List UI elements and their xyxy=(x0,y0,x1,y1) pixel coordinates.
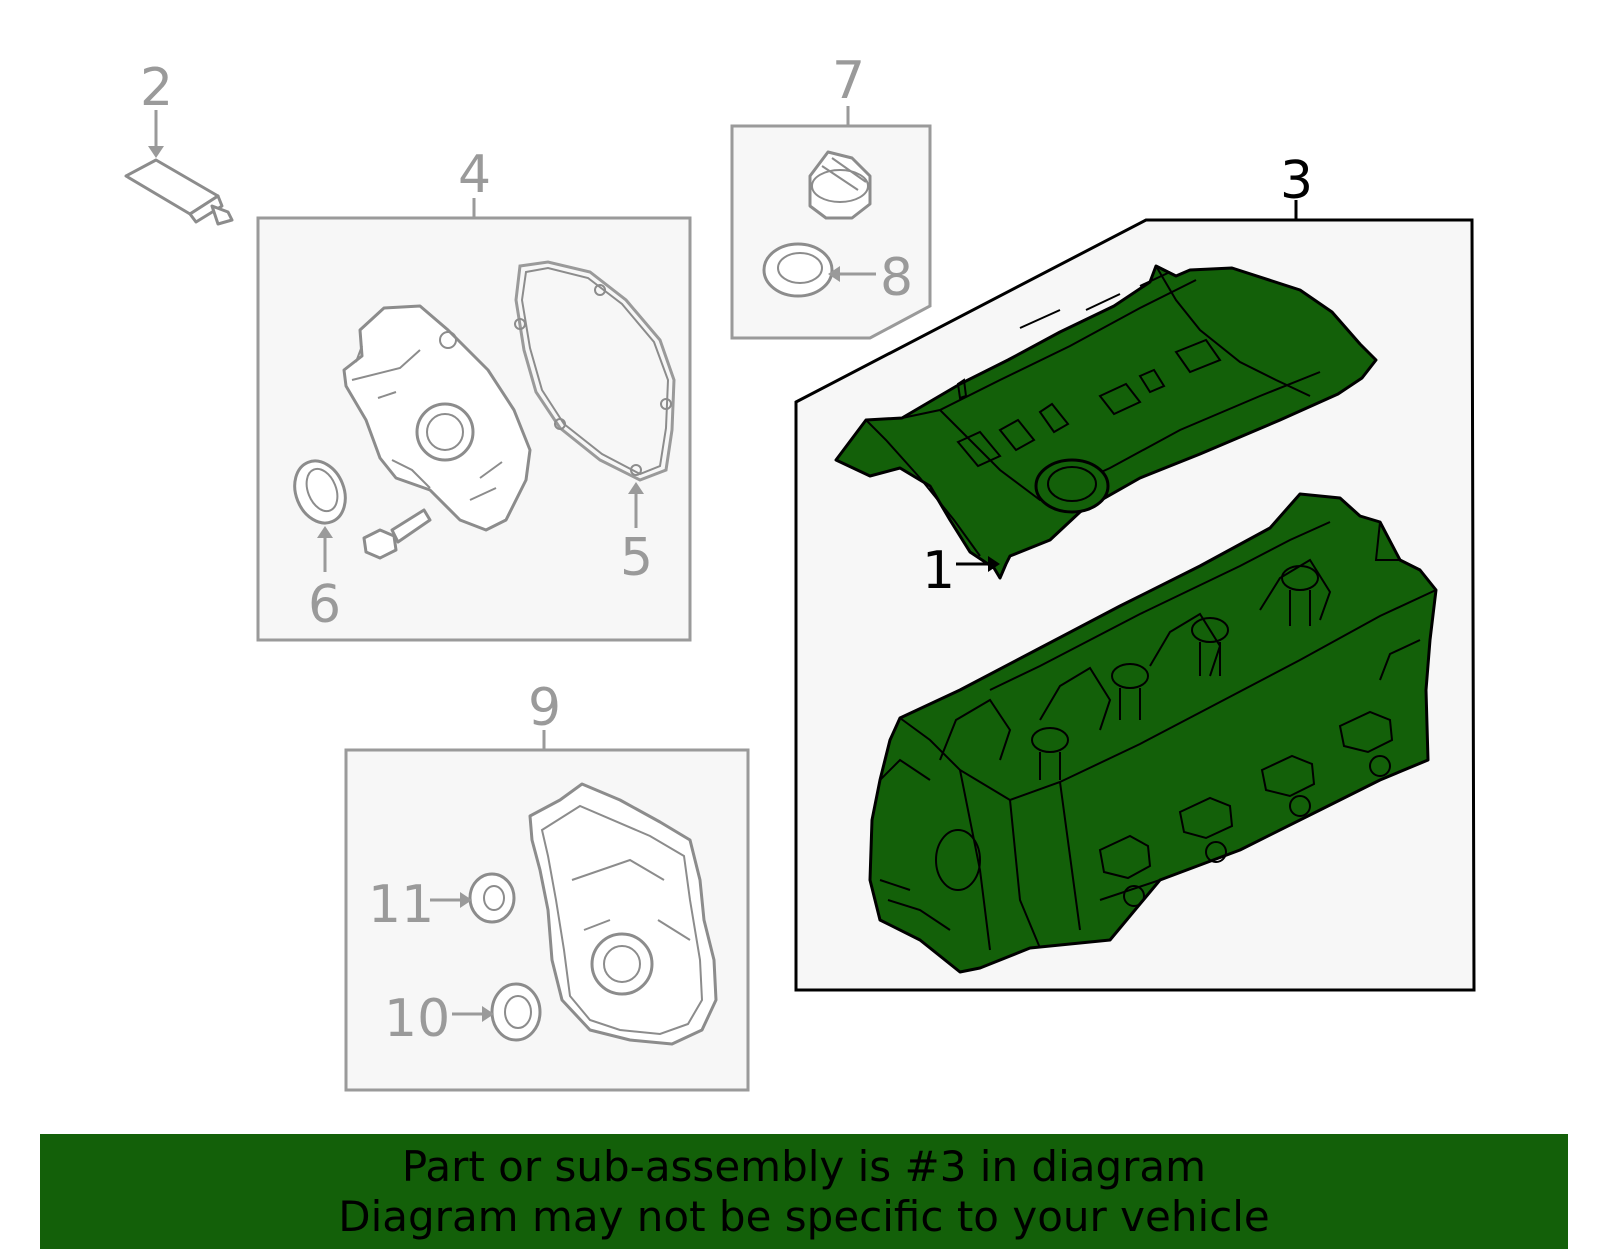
callout-8: 8 xyxy=(880,248,913,308)
timing-cover-gasket xyxy=(514,260,676,482)
seal-11 xyxy=(468,872,516,924)
callout-6: 6 xyxy=(308,575,341,635)
lower-timing-cover xyxy=(528,782,718,1046)
valve-cover-part-1 xyxy=(834,264,1378,580)
callout-7: 7 xyxy=(832,51,865,111)
cylinder-head xyxy=(868,492,1438,974)
sealant-tube-part-2: 2 xyxy=(124,58,234,226)
cover-bolt xyxy=(362,508,432,560)
callout-3: 3 xyxy=(1280,151,1313,211)
callout-5: 5 xyxy=(620,528,653,588)
lower-cover-box-9: 9 11 10 xyxy=(344,678,750,1092)
cylinder-head-assembly-box-3: 3 1 xyxy=(794,151,1476,992)
banner-line-2: Diagram may not be specific to your vehi… xyxy=(338,1192,1270,1241)
oil-cap-box-7: 7 8 xyxy=(730,51,932,340)
callout-4: 4 xyxy=(458,145,491,205)
callout-1: 1 xyxy=(922,541,955,601)
info-banner: Part or sub-assembly is #3 in diagram Di… xyxy=(40,1134,1568,1249)
seal-10 xyxy=(490,982,542,1042)
callout-11: 11 xyxy=(368,875,434,935)
callout-2: 2 xyxy=(140,58,173,118)
timing-cover-kit-box-4: 4 5 6 xyxy=(256,145,692,642)
callout-10: 10 xyxy=(384,989,450,1049)
callout-9: 9 xyxy=(528,678,561,738)
banner-line-1: Part or sub-assembly is #3 in diagram xyxy=(401,1142,1207,1191)
